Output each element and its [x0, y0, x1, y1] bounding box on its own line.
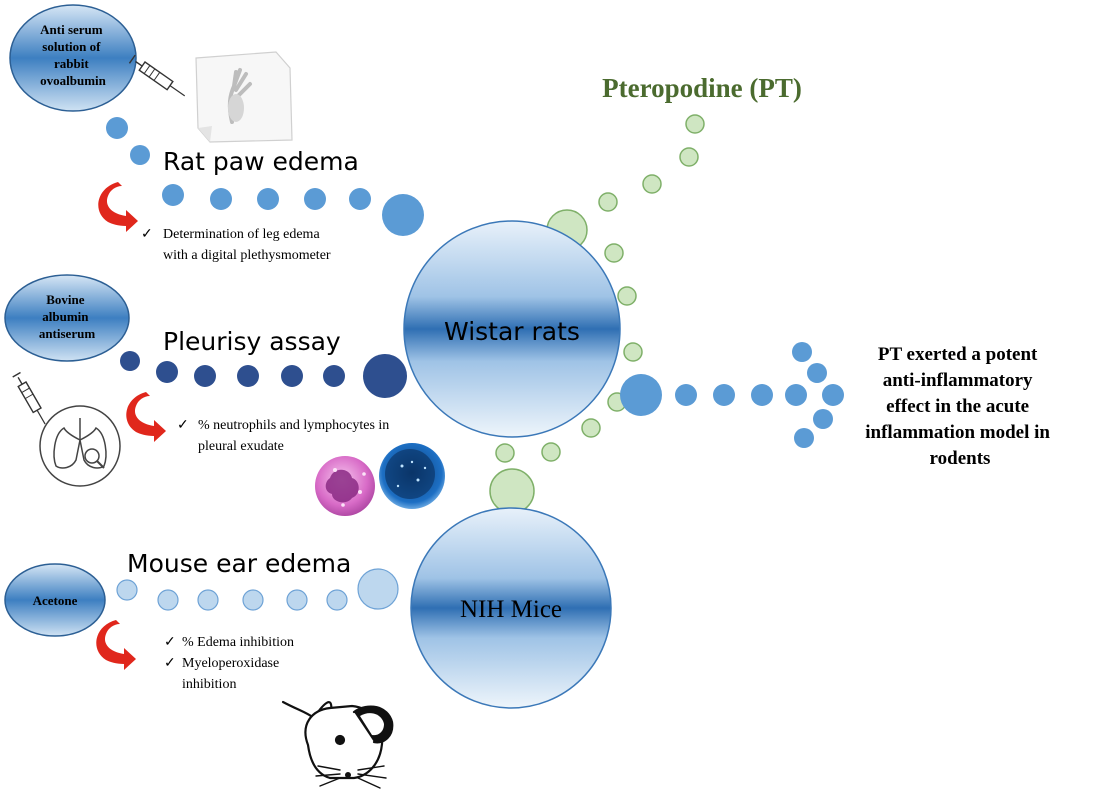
dot-chain-rat-paw	[106, 117, 424, 236]
check-icon: ✓	[164, 656, 176, 671]
agent-antiserum-ovalbumin: Anti serum solution of rabbit ovoalbumin	[9, 4, 137, 112]
conclusion-line-5: rodents	[930, 448, 991, 469]
bullet-line: % Edema inhibition	[182, 635, 294, 650]
assay-rat-paw-title: Rat paw edema	[163, 147, 359, 176]
assay-mouse-ear-title: Mouse ear edema	[127, 549, 351, 578]
model-wistar-rats: Wistar rats	[403, 220, 621, 438]
red-curved-arrow-icon	[126, 392, 166, 442]
assay-pleurisy-bullets: ✓ % neutrophils and lymphocytes in pleur…	[177, 418, 389, 454]
check-icon: ✓	[177, 418, 189, 433]
model-nih-mice: NIH Mice	[410, 507, 612, 709]
agent-bovine-line-2: albumin	[42, 309, 89, 324]
bullet-line: inhibition	[182, 677, 236, 692]
bullet-line: with a digital plethysmometer	[163, 248, 331, 263]
bullet-line: Determination of leg edema	[163, 227, 320, 242]
assay-mouse-ear-bullets: ✓ % Edema inhibition ✓ Myeloperoxidase i…	[164, 635, 294, 692]
red-curved-arrow-icon	[96, 620, 136, 670]
agent-acetone-label: Acetone	[33, 593, 78, 608]
assay-rat-paw-bullets: ✓ Determination of leg edema with a digi…	[141, 227, 331, 263]
agent-antiserum-line-3: rabbit	[54, 56, 89, 71]
bullet-line: % neutrophils and lymphocytes in	[198, 418, 389, 433]
model-nih-label: NIH Mice	[460, 596, 562, 623]
lymphocyte-cell-icon	[379, 443, 445, 509]
bullet-line: Myeloperoxidase	[182, 656, 279, 671]
conclusion-line-2: anti-inflammatory	[883, 370, 1033, 391]
agent-antiserum-line-4: ovoalbumin	[40, 73, 107, 88]
mouse-icon	[281, 700, 394, 789]
bullet-line: pleural exudate	[198, 439, 284, 454]
agent-antiserum-line-1: Anti serum	[40, 22, 103, 37]
lungs-icon	[39, 405, 121, 487]
agent-bovine-line-3: antiserum	[39, 326, 96, 341]
syringe-icon	[12, 371, 46, 425]
dot-chain-output	[620, 342, 844, 448]
dot-chain-mouse-ear	[116, 568, 399, 611]
assay-pleurisy-title: Pleurisy assay	[163, 327, 341, 356]
red-curved-arrow-icon	[98, 182, 138, 232]
svg-text:Anti serum solution of: Anti serum solution of rabbit ovoalbumin	[40, 22, 107, 88]
conclusion-line-3: effect in the acute	[886, 396, 1029, 417]
check-icon: ✓	[141, 227, 153, 242]
conclusion-line-1: PT exerted a potent	[878, 344, 1038, 365]
check-icon: ✓	[164, 635, 176, 650]
agent-acetone: Acetone	[4, 563, 106, 637]
conclusion-line-4: inflammation model in	[865, 422, 1050, 443]
agent-bovine-line-1: Bovine	[46, 292, 85, 307]
rat-paw-photo-icon	[195, 51, 293, 143]
dot-chain-pleurisy	[120, 351, 407, 398]
page-title: Pteropodine (PT)	[602, 73, 802, 103]
agent-bovine-albumin: Bovine albumin antiserum	[4, 274, 130, 362]
svg-text:Bovine albumin ant: Bovine albumin antiserum	[39, 292, 96, 341]
syringe-icon	[128, 54, 186, 97]
neutrophil-cell-icon	[315, 456, 375, 516]
model-wistar-label: Wistar rats	[444, 317, 580, 346]
conclusion-text: PT exerted a potent anti-inflammatory ef…	[865, 344, 1054, 469]
agent-antiserum-line-2: solution of	[42, 39, 101, 54]
